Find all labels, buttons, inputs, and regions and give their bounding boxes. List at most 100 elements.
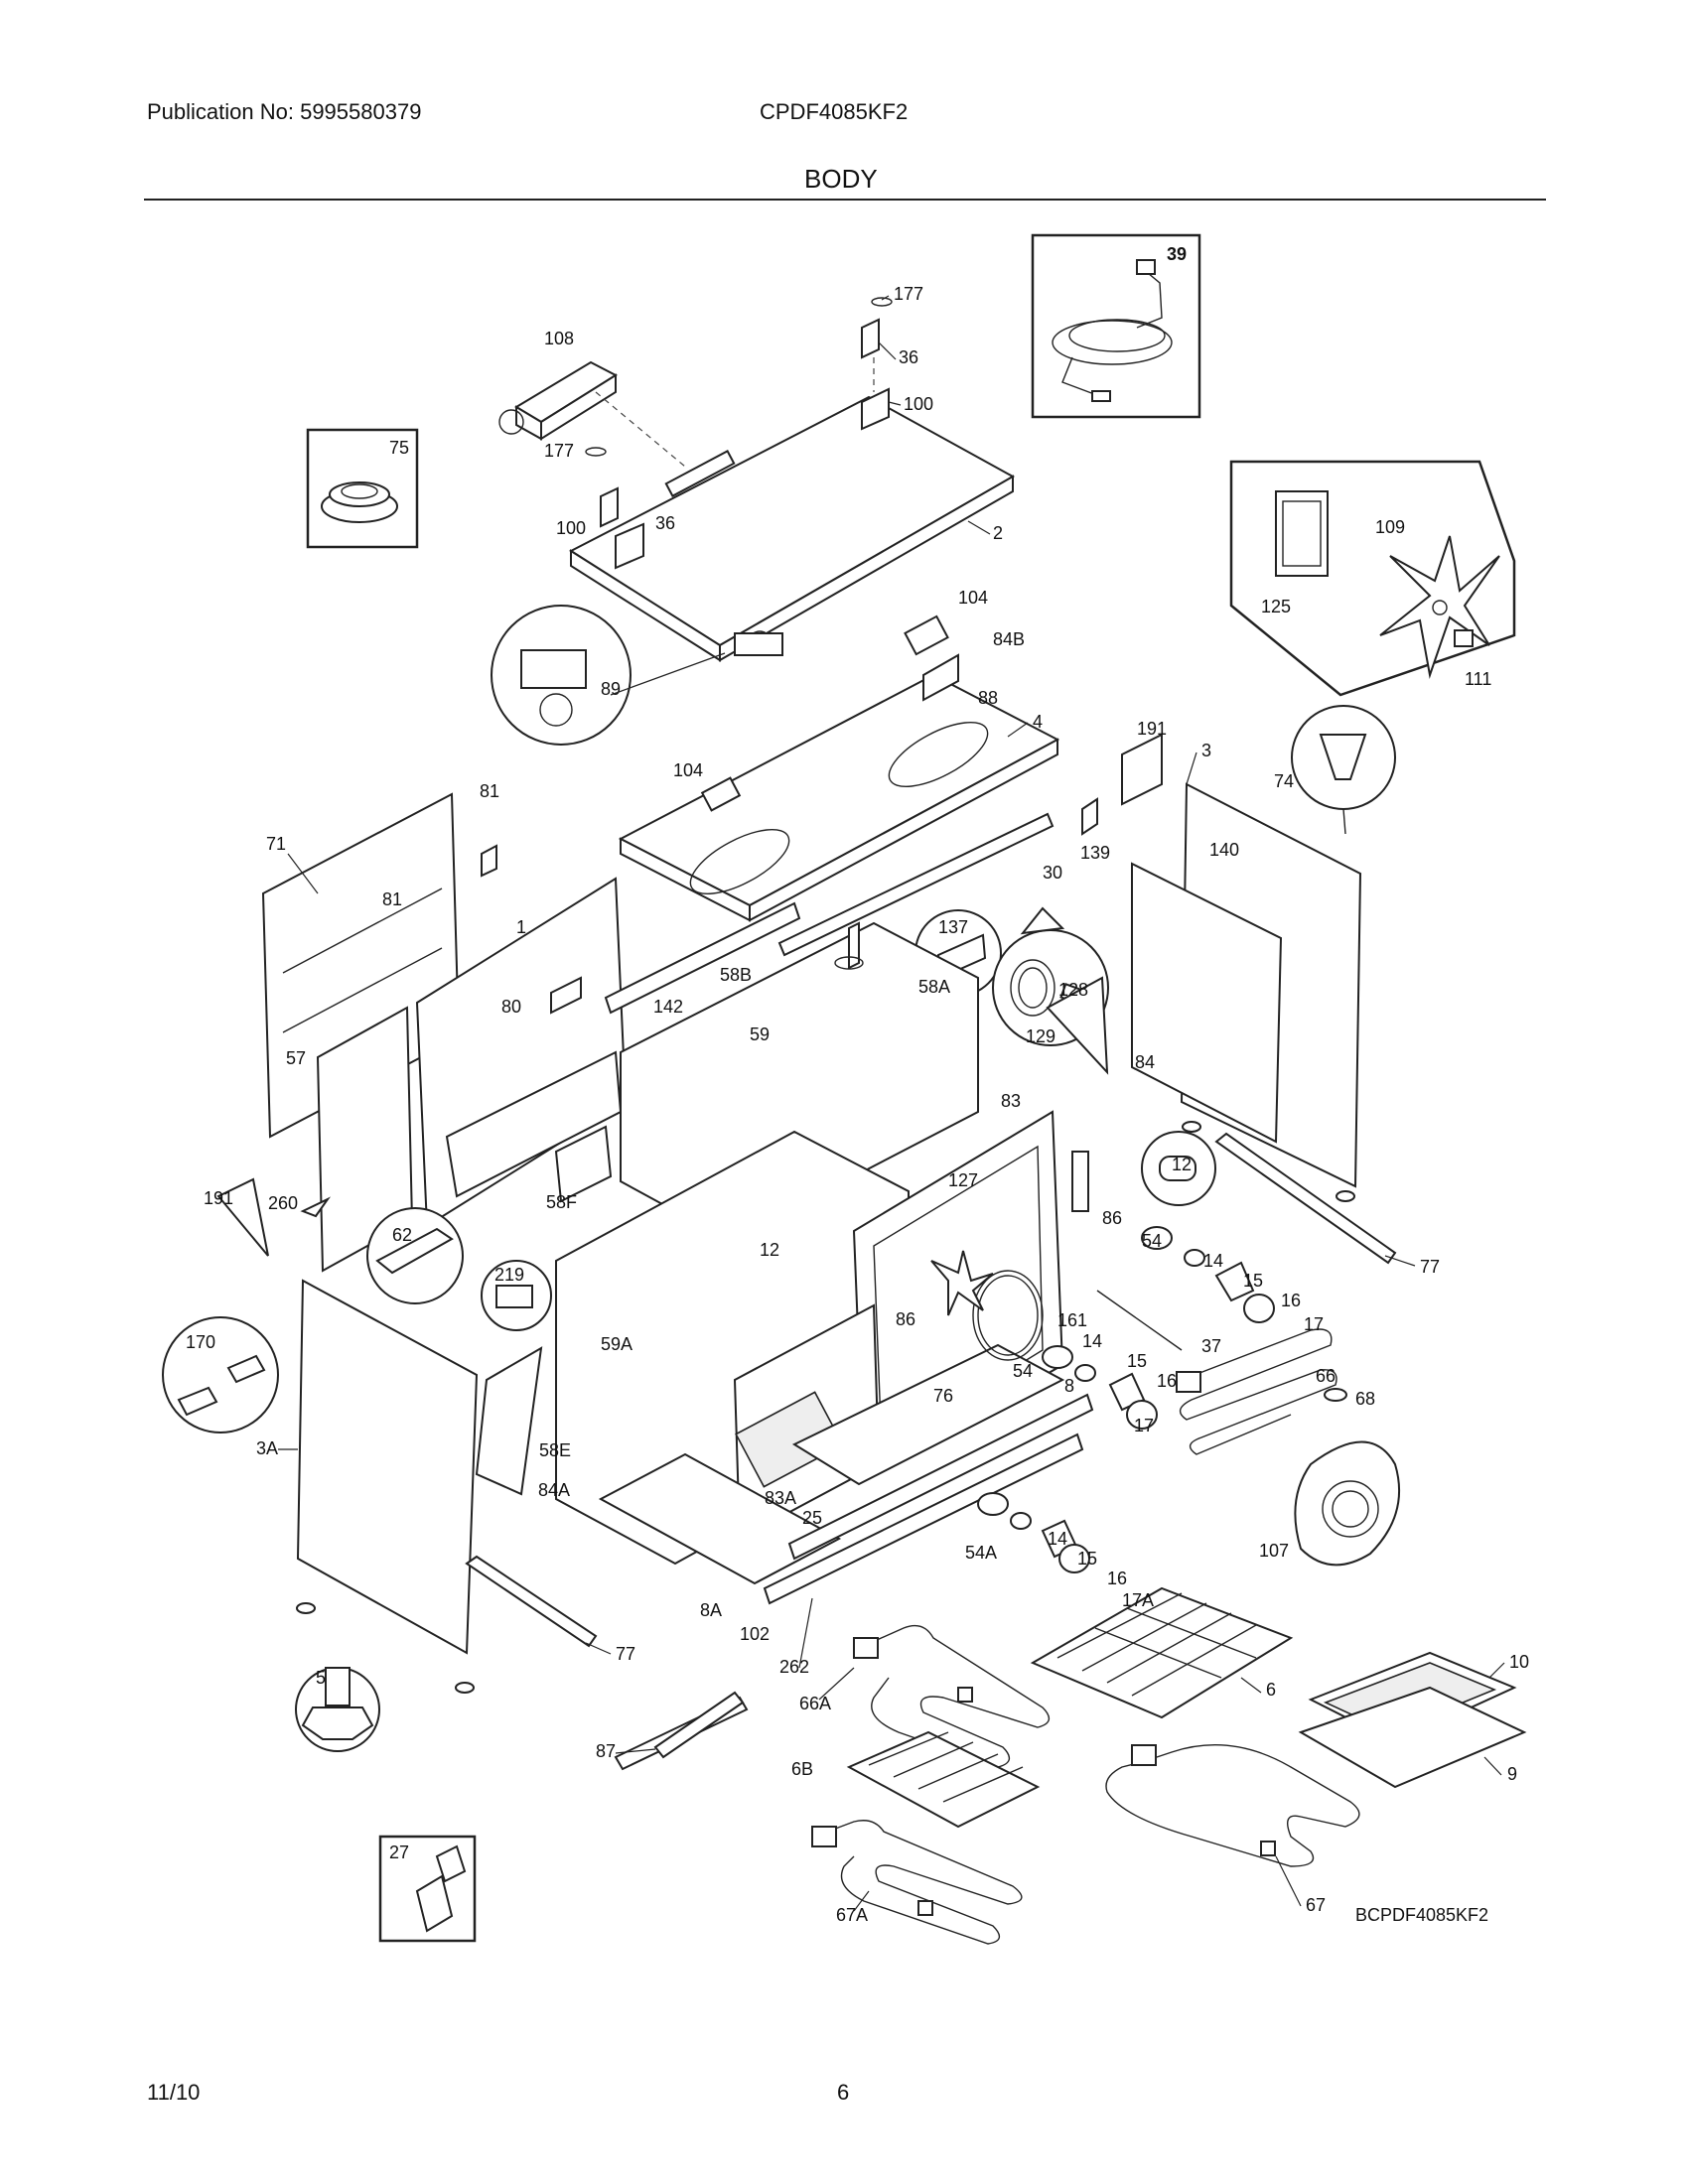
callout-label: 17A: [1122, 1590, 1154, 1610]
callout-label: 84: [1135, 1052, 1155, 1072]
callout-label: 87: [596, 1741, 616, 1761]
callout-label: 109: [1375, 517, 1405, 537]
callout-label: 54: [1013, 1361, 1033, 1381]
hinge-brackets-top: [585, 297, 893, 570]
callout-label: 219: [494, 1265, 524, 1285]
section-title: BODY: [804, 164, 878, 194]
fan-housing-107: [1294, 1440, 1401, 1567]
broiler-pan: [1298, 1651, 1527, 1789]
callout-label: 77: [1420, 1257, 1440, 1277]
callout-label: 81: [480, 781, 499, 801]
leveling-leg-circle: [295, 1667, 380, 1752]
callout-label: 88: [978, 688, 998, 708]
callout-label: 12: [760, 1240, 779, 1260]
leader-lines: [278, 295, 1505, 1912]
callout-labels: 177 36 100 108 177 100 36 2 39 75 125 10…: [186, 244, 1529, 1925]
page-number: 6: [837, 2080, 850, 2105]
callout-label: 75: [389, 438, 409, 458]
fan-ring: [930, 1250, 1044, 1361]
element-66A: [853, 1624, 1051, 1768]
callout-label: 86: [896, 1309, 915, 1329]
callout-label: 36: [655, 513, 675, 533]
callout-label: 81: [382, 889, 402, 909]
footer-date: 11/10: [147, 2080, 201, 2105]
callout-label: 139: [1080, 843, 1110, 863]
callout-label: 27: [389, 1843, 409, 1862]
callout-label: 89: [601, 679, 621, 699]
callout-label: 84A: [538, 1480, 570, 1500]
callout-label: 6: [1266, 1680, 1276, 1700]
callout-label: 86: [1102, 1208, 1122, 1228]
callout-label: 59: [750, 1024, 770, 1044]
element-66: [1176, 1328, 1347, 1455]
header-rule: [144, 199, 1546, 201]
callout-label: 14: [1082, 1331, 1102, 1351]
callout-label: 2: [993, 523, 1003, 543]
callout-label: 68: [1355, 1389, 1375, 1409]
convection-fan-box: [1229, 460, 1516, 697]
oven-rack-6: [1030, 1586, 1294, 1719]
bracket-87: [653, 1691, 745, 1759]
callout-label: 16: [1107, 1569, 1127, 1588]
callout-label: 6B: [791, 1759, 813, 1779]
callout-label: 140: [1209, 840, 1239, 860]
callout-label: 30: [1043, 863, 1062, 883]
front-rail-30: [777, 812, 1055, 957]
callout-label: 260: [268, 1193, 298, 1213]
callout-label: 67: [1306, 1895, 1326, 1915]
callout-label: 54: [1142, 1231, 1162, 1251]
callout-label: 58A: [918, 977, 950, 997]
callout-label: 100: [556, 518, 586, 538]
control-detail-circle: [491, 605, 783, 746]
oven-cavity: [555, 921, 1064, 1566]
callout-label: 107: [1259, 1541, 1289, 1561]
bake-element-67: [1105, 1744, 1360, 1867]
callout-label: 137: [938, 917, 968, 937]
bracket-84: [1046, 976, 1109, 1075]
leg-cap-circle: [1291, 705, 1396, 835]
callout-label: 39: [1167, 244, 1187, 264]
pad-detail-circle: [162, 1316, 279, 1433]
callout-label: 80: [501, 997, 521, 1017]
callout-label: 10: [1509, 1652, 1529, 1672]
callout-label: 16: [1157, 1371, 1177, 1391]
callout-label: 104: [673, 760, 703, 780]
clip-box: [378, 1835, 477, 1943]
right-side-panel: [1081, 733, 1362, 1202]
callout-label: 14: [1203, 1251, 1223, 1271]
callout-label: 17: [1304, 1314, 1324, 1334]
callout-label: 3: [1201, 741, 1211, 760]
callout-label: 37: [1201, 1336, 1221, 1356]
callout-label: 100: [904, 394, 933, 414]
callout-label: 14: [1048, 1529, 1067, 1549]
model-number: CPDF4085KF2: [760, 99, 909, 124]
grommet-box: [306, 428, 419, 549]
callout-label: 74: [1274, 771, 1294, 791]
callout-label: 58E: [539, 1440, 571, 1460]
callout-label: 67A: [836, 1905, 868, 1925]
callout-label: 57: [286, 1048, 306, 1068]
callout-label: 127: [948, 1170, 978, 1190]
callout-label: 25: [802, 1508, 822, 1528]
diagram-code: BCPDF4085KF2: [1355, 1905, 1488, 1925]
callout-label: 15: [1127, 1351, 1147, 1371]
callout-label: 83A: [765, 1488, 796, 1508]
callout-label: 161: [1057, 1310, 1087, 1330]
callout-label: 128: [1058, 980, 1088, 1000]
callout-label: 66A: [799, 1694, 831, 1713]
callout-label: 54A: [965, 1543, 997, 1563]
callout-label: 59A: [601, 1334, 633, 1354]
rack-6B: [846, 1730, 1041, 1829]
lamp-assemblies: [977, 1226, 1275, 1573]
callout-label: 5: [316, 1668, 326, 1688]
callout-label: 3A: [256, 1438, 278, 1458]
callout-label: 177: [544, 441, 574, 461]
top-panel: [568, 395, 1016, 662]
callout-label: 111: [1465, 669, 1491, 689]
callout-label: 4: [1033, 712, 1043, 732]
callout-label: 15: [1077, 1549, 1097, 1569]
callout-label: 142: [653, 997, 683, 1017]
oven-front-frame: [445, 901, 801, 1203]
callout-label: 83: [1001, 1091, 1021, 1111]
